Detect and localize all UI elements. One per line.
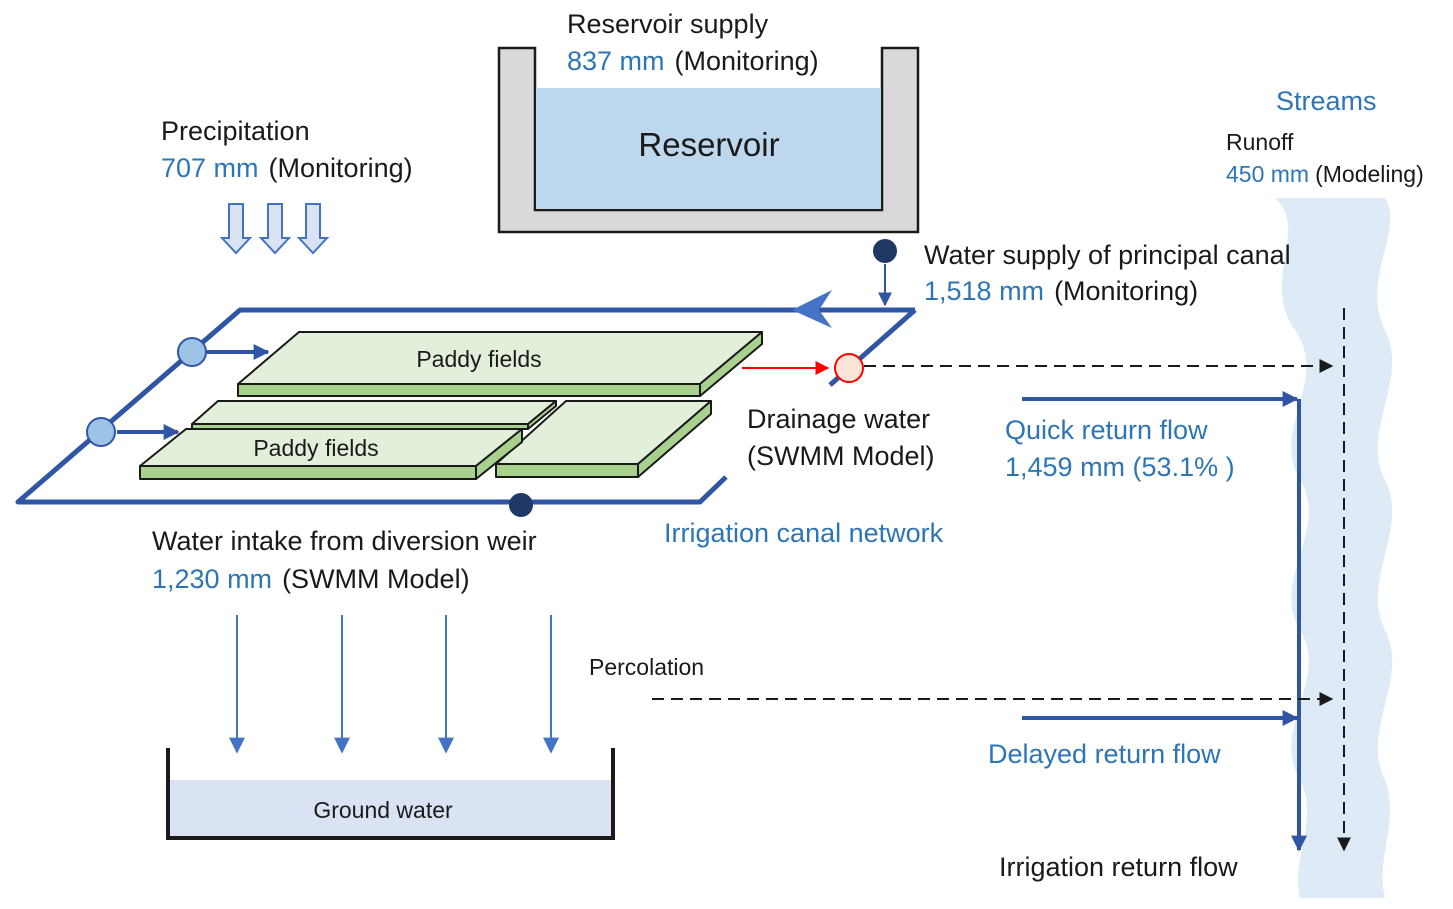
reservoir	[497, 46, 920, 234]
paddy-fields-label-1: Paddy fields	[416, 346, 541, 372]
drainage-title: Drainage water	[747, 404, 930, 434]
paddy-slab-upper	[237, 331, 763, 397]
diversion-title: Water intake from diversion weir	[152, 526, 537, 556]
intake-node-upper	[177, 337, 207, 367]
diversion-value: 1,230 mm	[152, 564, 272, 594]
paddy-slab-lower	[139, 428, 523, 480]
canal-flow-chevron	[792, 290, 832, 328]
runoff-title: Runoff	[1226, 129, 1294, 155]
precipitation-arrows	[219, 203, 330, 255]
principal-canal-line: 1,518 mm (Monitoring)	[924, 276, 1198, 306]
quick-return-value: 1,459 mm (53.1% )	[1005, 452, 1235, 482]
percolation-arrows	[229, 615, 559, 754]
reservoir-supply-method: (Monitoring)	[675, 46, 819, 76]
precipitation-method: (Monitoring)	[269, 153, 413, 183]
principal-canal-method: (Monitoring)	[1054, 276, 1198, 306]
precipitation-line: 707 mm (Monitoring)	[161, 153, 413, 183]
percolation-label: Percolation	[589, 654, 704, 680]
irrigation-canal-network-label: Irrigation canal network	[664, 518, 944, 548]
irrigation-return-label: Irrigation return flow	[999, 852, 1238, 882]
reservoir-supply-value: 837 mm	[567, 46, 665, 76]
delayed-return-label: Delayed return flow	[988, 739, 1221, 769]
ground-water-label: Ground water	[313, 797, 453, 823]
drainage-node	[834, 353, 864, 383]
runoff-value: 450 mm	[1226, 161, 1309, 187]
ground-water-tank	[166, 748, 615, 840]
diversion-method: (SWMM Model)	[282, 564, 470, 594]
diversion-weir-node	[509, 493, 533, 517]
reservoir-label: Reservoir	[638, 126, 779, 163]
paddy-slab-middle	[191, 400, 557, 430]
runoff-line: 450 mm(Modeling)	[1226, 161, 1424, 187]
precipitation-value: 707 mm	[161, 153, 259, 183]
reservoir-supply-line: 837 mm (Monitoring)	[567, 46, 819, 76]
principal-canal-title: Water supply of principal canal	[924, 240, 1291, 270]
drainage-method: (SWMM Model)	[747, 441, 935, 471]
streams-label: Streams	[1276, 86, 1377, 116]
quick-return-title: Quick return flow	[1005, 415, 1208, 445]
runoff-method: (Modeling)	[1315, 161, 1424, 187]
principal-canal-node	[873, 239, 897, 263]
principal-canal-value: 1,518 mm	[924, 276, 1044, 306]
intake-node-lower	[86, 417, 116, 447]
reservoir-supply-title: Reservoir supply	[567, 9, 769, 39]
stream-band	[1275, 198, 1393, 898]
diversion-line: 1,230 mm (SWMM Model)	[152, 564, 470, 594]
paddy-slab-right	[495, 400, 712, 478]
precipitation-title: Precipitation	[161, 116, 310, 146]
paddy-fields-label-2: Paddy fields	[253, 435, 378, 461]
